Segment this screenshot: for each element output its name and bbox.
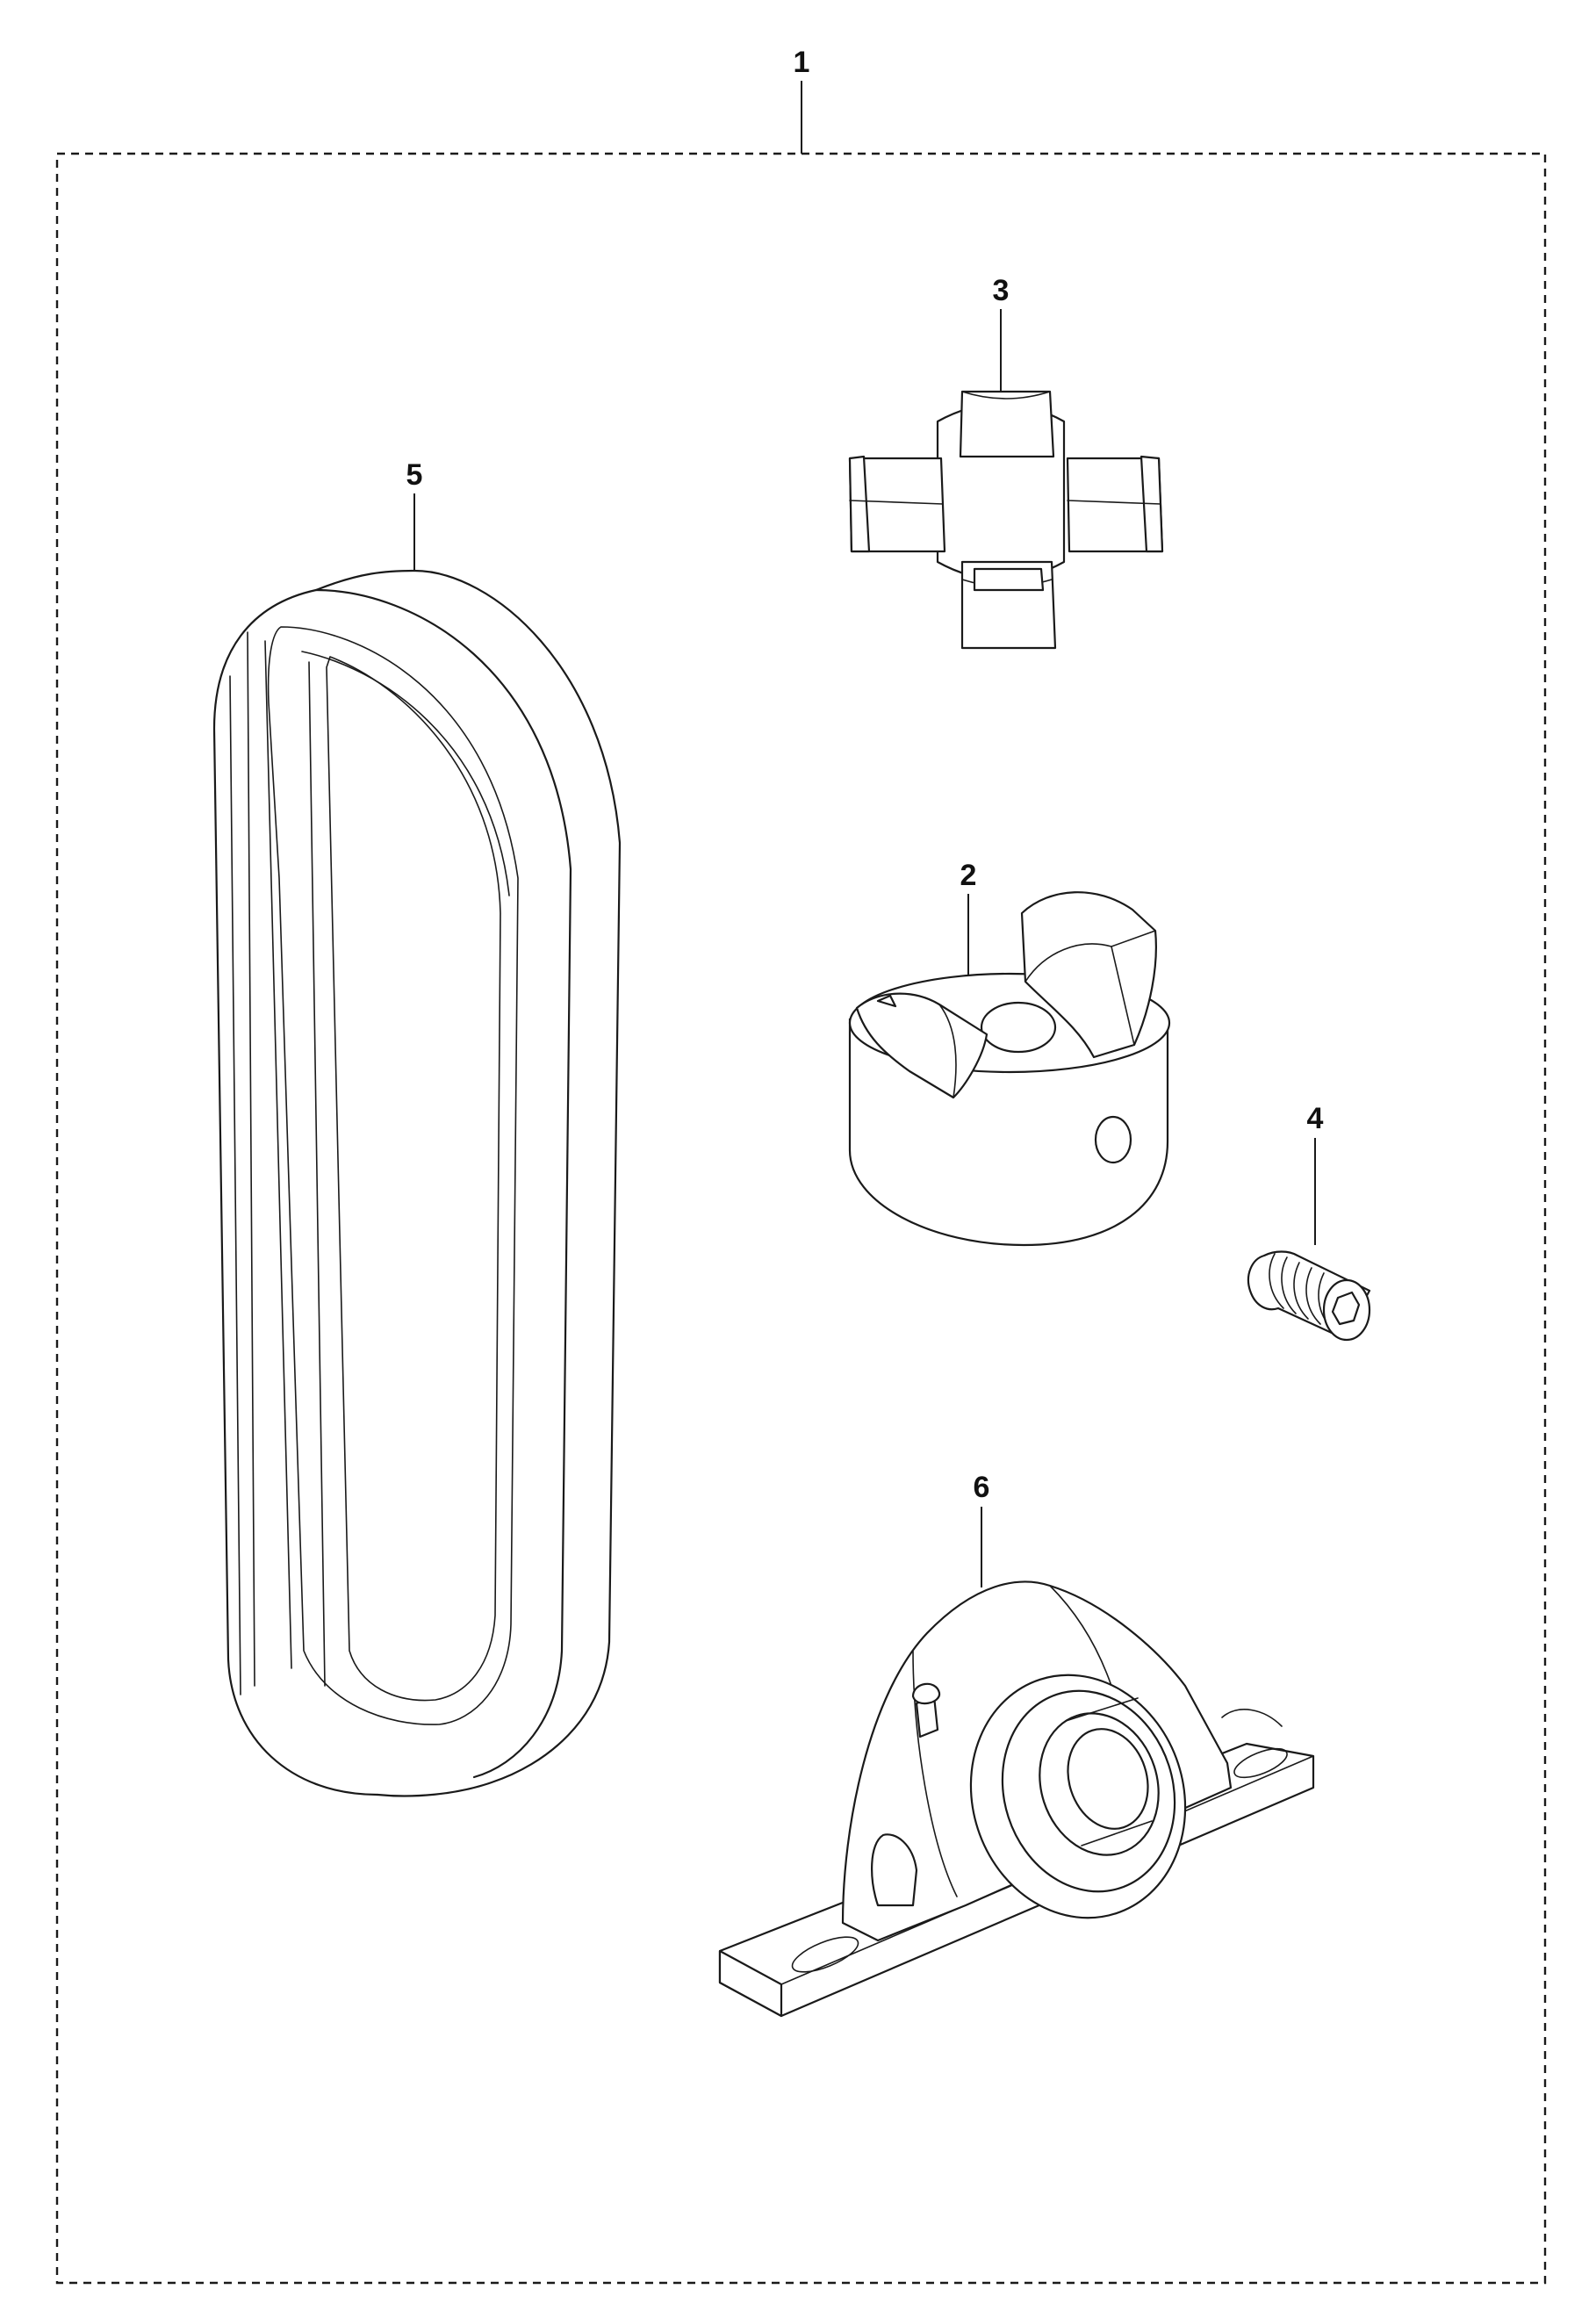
- part-coupling-hub[interactable]: 2: [848, 859, 1171, 1247]
- part-spider-insert[interactable]: 3: [848, 274, 1164, 650]
- callout-drive-belt[interactable]: 5: [406, 458, 423, 492]
- callout-kit[interactable]: 1: [794, 46, 810, 79]
- callout-coupling-hub[interactable]: 2: [960, 859, 977, 892]
- part-drive-belt[interactable]: 5: [212, 458, 622, 1797]
- part-pillow-block-bearing[interactable]: 6: [718, 1471, 1315, 2018]
- callout-spider-insert[interactable]: 3: [993, 274, 1010, 307]
- part-set-screw[interactable]: 4: [1247, 1102, 1371, 1342]
- kit-group: 1: [55, 46, 1547, 2285]
- callout-pillow-block-bearing[interactable]: 6: [974, 1471, 990, 1504]
- kit-boundary-frame: [55, 152, 1547, 2285]
- callout-set-screw[interactable]: 4: [1307, 1102, 1324, 1135]
